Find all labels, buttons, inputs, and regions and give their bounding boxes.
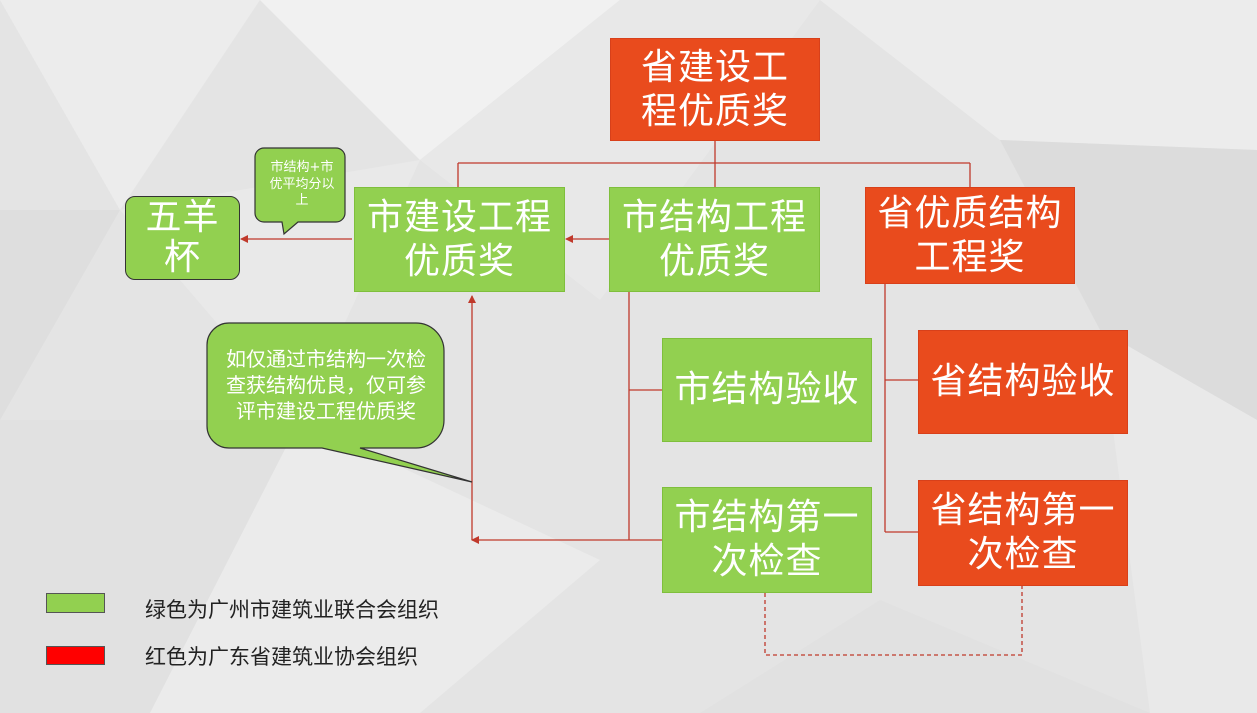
node-label: 市结构工程优质奖 xyxy=(622,196,808,282)
small-callout-bubble xyxy=(254,147,346,236)
node-label: 市结构第一次检查 xyxy=(674,497,860,582)
legend-green-swatch xyxy=(46,593,105,613)
node-label: 省优质结构工程奖 xyxy=(877,192,1063,278)
large-callout-text: 如仅通过市结构一次检查获结构优良，仅可参评市建设工程优质奖 xyxy=(226,347,426,423)
node-label: 省建设工程优质奖 xyxy=(640,46,789,132)
node-label: 市建设工程优质奖 xyxy=(367,196,553,282)
node-city-structure-award: 市结构工程优质奖 xyxy=(609,187,820,292)
dashed-link xyxy=(764,586,1023,656)
legend-green-label: 绿色为广州市建筑业联合会组织 xyxy=(145,598,439,622)
node-wuyang-cup: 五羊杯 xyxy=(125,196,240,280)
node-prov-structure-acceptance: 省结构验收 xyxy=(918,330,1128,434)
node-prov-structure-award: 省优质结构工程奖 xyxy=(865,187,1075,284)
node-label: 市结构验收 xyxy=(674,369,860,411)
legend-red-label: 红色为广东省建筑业协会组织 xyxy=(145,645,418,669)
node-city-first-inspection: 市结构第一次检查 xyxy=(662,487,872,593)
small-callout-text: 市结构+市优平均分以上 xyxy=(269,159,335,209)
large-callout-bubble xyxy=(206,322,473,483)
node-label: 五羊杯 xyxy=(145,197,220,278)
node-prov-first-inspection: 省结构第一次检查 xyxy=(918,480,1128,586)
node-prov-construction-award: 省建设工程优质奖 xyxy=(610,38,820,141)
node-label: 省结构验收 xyxy=(930,361,1116,403)
node-label: 省结构第一次检查 xyxy=(930,490,1116,575)
legend-red-swatch xyxy=(46,646,105,665)
node-city-structure-acceptance: 市结构验收 xyxy=(662,338,872,442)
node-city-construction-award: 市建设工程优质奖 xyxy=(354,187,565,292)
